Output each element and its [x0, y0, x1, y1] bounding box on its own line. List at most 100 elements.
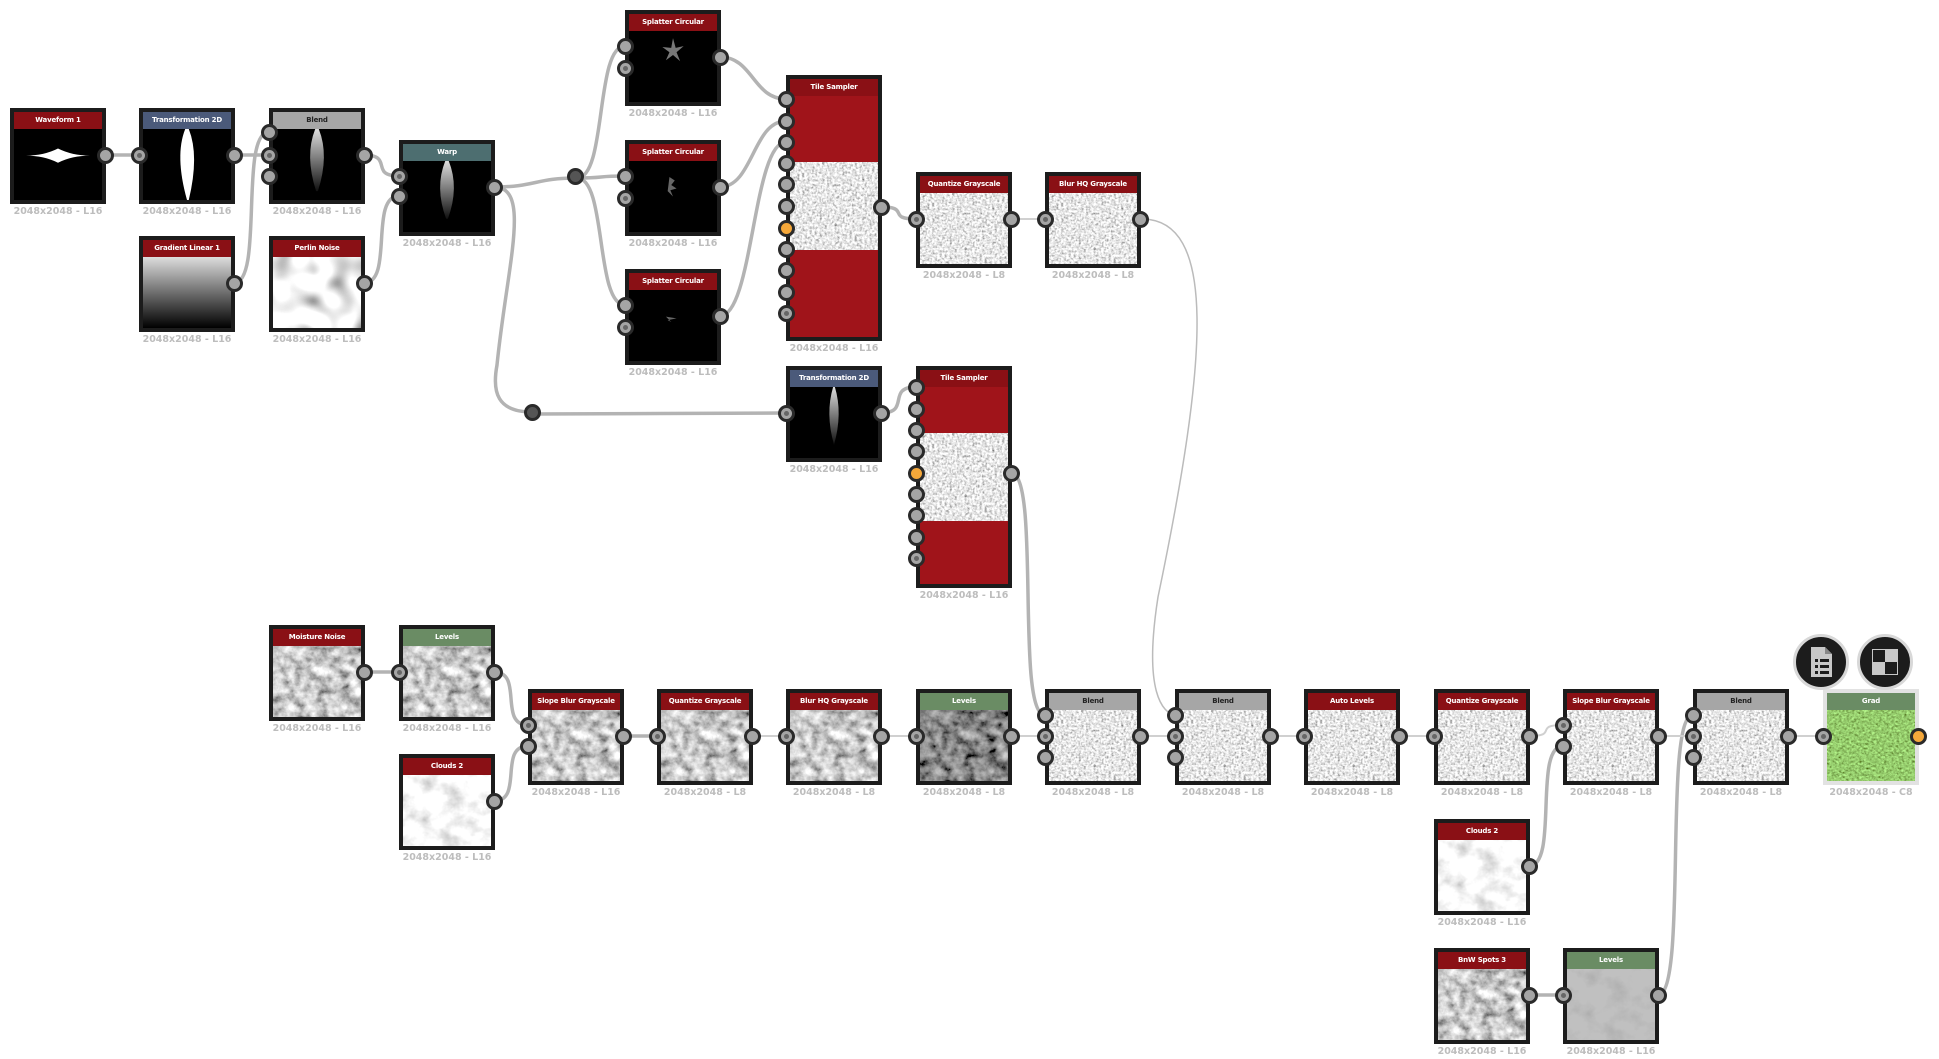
node-slope-blur-grayscale[interactable]: Slope Blur Grayscale [528, 689, 624, 785]
output-port[interactable] [1003, 728, 1020, 745]
output-port[interactable] [356, 147, 373, 164]
node-quantize-grayscale[interactable]: Quantize Grayscale [1434, 689, 1530, 785]
output-port[interactable] [356, 275, 373, 292]
input-port[interactable] [1037, 728, 1054, 745]
input-port[interactable] [617, 60, 634, 77]
input-port[interactable] [617, 38, 634, 55]
input-port[interactable] [778, 405, 795, 422]
node-blur-hq-grayscale[interactable]: Blur HQ Grayscale [786, 689, 882, 785]
output-port[interactable] [486, 793, 503, 810]
input-port[interactable] [1296, 728, 1313, 745]
input-port[interactable] [391, 664, 408, 681]
node-blend[interactable]: Blend [1045, 689, 1141, 785]
output-port[interactable] [486, 179, 503, 196]
input-port[interactable] [1037, 211, 1054, 228]
output-port[interactable] [97, 147, 114, 164]
node-splatter-circular[interactable]: Splatter Circular [625, 10, 721, 106]
output-port[interactable] [1262, 728, 1279, 745]
node-blend[interactable]: Blend [1693, 689, 1789, 785]
input-port[interactable] [908, 379, 925, 396]
output-port[interactable] [226, 275, 243, 292]
input-port[interactable] [617, 319, 634, 336]
input-port[interactable] [778, 134, 795, 151]
connection-wire[interactable] [719, 119, 787, 189]
output-port[interactable] [486, 664, 503, 681]
input-port[interactable] [617, 190, 634, 207]
connection-wire[interactable] [233, 130, 270, 285]
output-port[interactable] [1650, 987, 1667, 1004]
node-clouds-2[interactable]: Clouds 2 [1434, 819, 1530, 915]
node-splatter-circular[interactable]: Splatter Circular [625, 269, 721, 365]
input-port[interactable] [778, 728, 795, 745]
output-port[interactable] [1132, 728, 1149, 745]
input-port[interactable] [1037, 749, 1054, 766]
input-port[interactable] [908, 422, 925, 439]
connection-wire[interactable] [1528, 744, 1564, 868]
node-levels[interactable]: Levels [1563, 948, 1659, 1044]
input-port[interactable] [261, 147, 278, 164]
input-port[interactable] [261, 168, 278, 185]
input-port[interactable] [1167, 728, 1184, 745]
node-clouds-2[interactable]: Clouds 2 [399, 754, 495, 850]
connection-wire[interactable] [1139, 218, 1198, 716]
node-transformation-2d[interactable]: Transformation 2D [139, 108, 235, 204]
output-port[interactable] [1910, 728, 1927, 745]
input-port[interactable] [1555, 987, 1572, 1004]
input-port[interactable] [1685, 707, 1702, 724]
input-port[interactable] [778, 176, 795, 193]
input-port[interactable] [908, 211, 925, 228]
node-levels[interactable]: Levels [399, 625, 495, 721]
input-port[interactable] [908, 507, 925, 524]
node-slope-blur-grayscale[interactable]: Slope Blur Grayscale [1563, 689, 1659, 785]
node-grad[interactable]: Grad [1823, 689, 1919, 785]
node-quantize-grayscale[interactable]: Quantize Grayscale [657, 689, 753, 785]
input-port[interactable] [1555, 717, 1572, 734]
node-quantize-grayscale[interactable]: Quantize Grayscale [916, 172, 1012, 268]
input-port[interactable] [1167, 749, 1184, 766]
input-port[interactable] [778, 91, 795, 108]
input-port[interactable] [1815, 728, 1832, 745]
node-blend[interactable]: Blend [1175, 689, 1271, 785]
node-auto-levels[interactable]: Auto Levels [1304, 689, 1400, 785]
node-perlin-noise[interactable]: Perlin Noise [269, 236, 365, 332]
document-list-icon[interactable] [1793, 634, 1849, 690]
output-port[interactable] [744, 728, 761, 745]
input-port[interactable] [520, 738, 537, 755]
connection-wire[interactable] [493, 670, 529, 727]
input-port[interactable] [1555, 738, 1572, 755]
input-port[interactable] [778, 305, 795, 322]
output-port[interactable] [712, 308, 729, 325]
input-port[interactable] [778, 241, 795, 258]
output-port[interactable] [356, 664, 373, 681]
input-port[interactable] [908, 529, 925, 546]
input-port[interactable] [908, 465, 925, 482]
node-gradient-linear-1[interactable]: Gradient Linear 1 [139, 236, 235, 332]
node-transformation-2d[interactable]: Transformation 2D [786, 366, 882, 462]
connection-wire[interactable] [1657, 713, 1694, 997]
output-port[interactable] [1521, 728, 1538, 745]
input-port[interactable] [908, 550, 925, 567]
output-port[interactable] [1780, 728, 1797, 745]
node-waveform-1[interactable]: Waveform 1 [10, 108, 106, 204]
connection-wire[interactable] [533, 411, 787, 416]
output-port[interactable] [712, 49, 729, 66]
connection-wire[interactable] [493, 176, 578, 189]
input-port[interactable] [908, 401, 925, 418]
reroute-dot[interactable] [524, 404, 541, 421]
input-port[interactable] [1167, 707, 1184, 724]
node-blend[interactable]: Blend [269, 108, 365, 204]
reroute-dot[interactable] [567, 168, 584, 185]
output-port[interactable] [1521, 858, 1538, 875]
node-tile-sampler[interactable]: Tile Sampler [786, 75, 882, 341]
input-port[interactable] [1685, 728, 1702, 745]
input-port[interactable] [778, 198, 795, 215]
input-port[interactable] [1426, 728, 1443, 745]
input-port[interactable] [908, 443, 925, 460]
input-port[interactable] [649, 728, 666, 745]
output-port[interactable] [1391, 728, 1408, 745]
connection-wire[interactable] [719, 55, 787, 101]
output-port[interactable] [1521, 987, 1538, 1004]
input-port[interactable] [778, 113, 795, 130]
output-port[interactable] [873, 405, 890, 422]
input-port[interactable] [778, 155, 795, 172]
